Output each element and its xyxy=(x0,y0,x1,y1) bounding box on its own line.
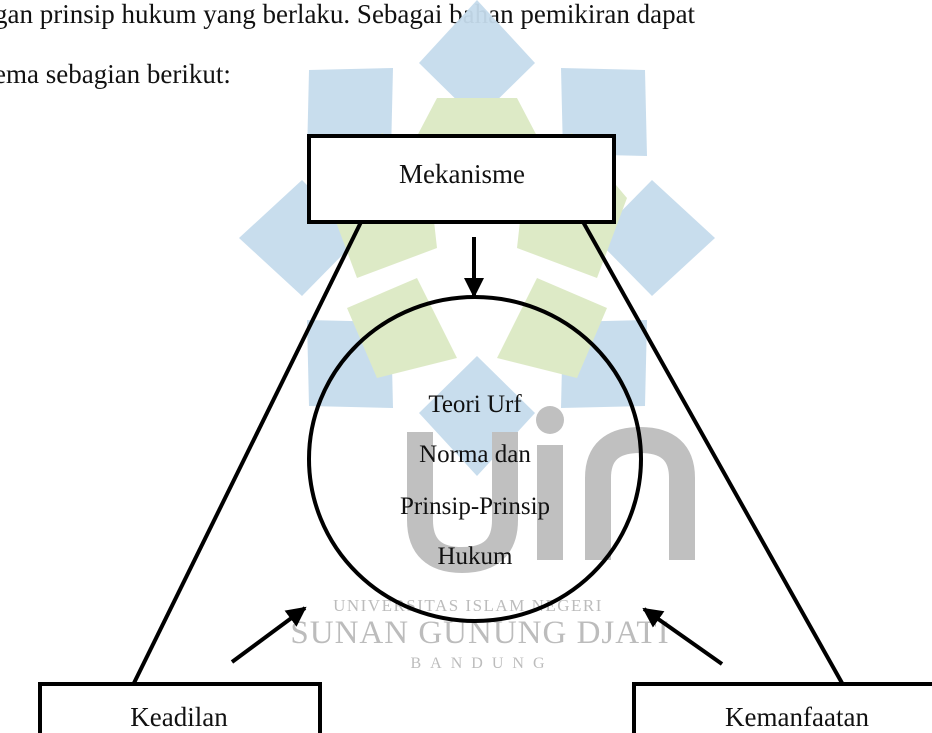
circle-line-1: Teori Urf xyxy=(428,391,522,418)
center-circle xyxy=(307,295,643,623)
intro-line-1: gan prinsip hukum yang berlaku. Sebagai … xyxy=(0,0,696,29)
box-mekanisme xyxy=(307,134,616,224)
connector-line-left xyxy=(132,219,364,684)
watermark-city: BANDUNG xyxy=(411,655,554,672)
connector-line-right xyxy=(580,219,844,684)
circle-line-4: Hukum xyxy=(438,543,514,570)
university-seal-watermark: UNIVERSITAS ISLAM NEGERI SUNAN GUNUNG DJ… xyxy=(239,0,715,672)
box-keadilan-label: Keadilan xyxy=(130,702,228,732)
intro-line-2: ema sebagian berikut: xyxy=(0,59,231,89)
arrow-from-kemanfaatan xyxy=(642,607,724,666)
box-mekanisme-label: Mekanisme xyxy=(399,159,525,189)
box-kemanfaatan-label: Kemanfaatan xyxy=(725,702,869,732)
intro-text: gan prinsip hukum yang berlaku. Sebagai … xyxy=(0,0,695,104)
arrow-from-keadilan xyxy=(230,606,307,664)
circle-line-3: Prinsip-Prinsip xyxy=(400,493,550,520)
box-keadilan xyxy=(38,682,322,733)
box-kemanfaatan xyxy=(632,682,932,733)
circle-line-2: Norma dan xyxy=(419,441,531,468)
